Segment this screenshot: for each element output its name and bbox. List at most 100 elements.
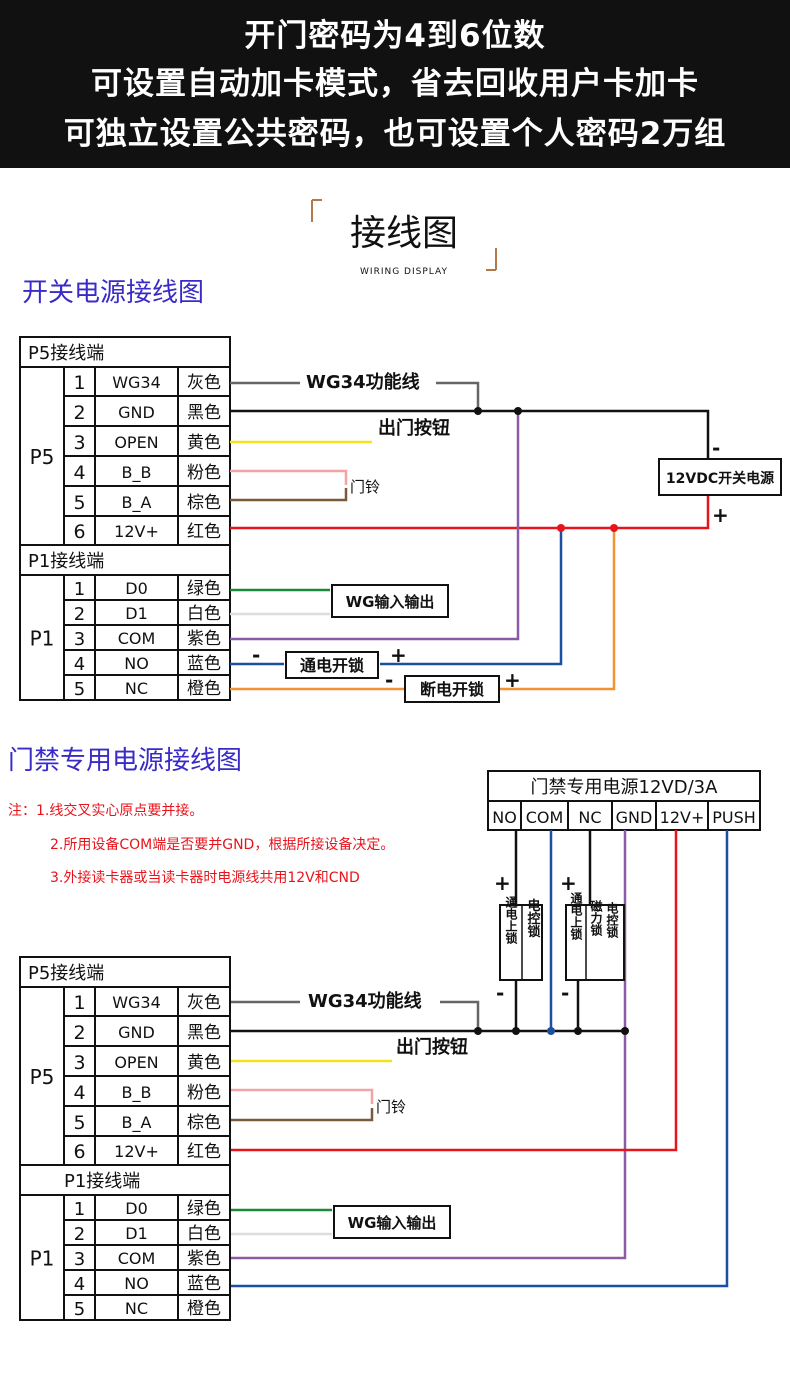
psu-terminal-label: COM [526, 808, 564, 827]
banner-line-3: 可独立设置公共密码，也可设置个人密码2万组 [63, 116, 727, 152]
note-2: 2.所用设备COM端是否要并GND，根据所接设备决定。 [50, 836, 394, 853]
lock-1-label-b: 电控锁 [525, 898, 541, 939]
p5-wire-color: 红色 [187, 1142, 221, 1162]
wire-brown [230, 488, 348, 502]
plus-sign: + [494, 871, 511, 895]
p1-pin-name: D0 [125, 1199, 148, 1218]
p5-header: P5接线端 [28, 963, 104, 984]
wire-black [230, 409, 710, 460]
wires-2 [230, 830, 729, 1288]
doorbell-label: 门铃 [376, 1098, 406, 1116]
banner-line-1: 开门密码为4到6位数 [244, 18, 546, 54]
power-on-lock-box [285, 651, 379, 679]
exit-button-label: 出门按钮 [378, 417, 450, 439]
p1-pin-name: COM [118, 1249, 156, 1268]
wire-brown [230, 1108, 374, 1122]
wg34-label: WG34功能线 [308, 990, 422, 1012]
psu-box [658, 458, 782, 496]
p5-wire-color: 黑色 [187, 1023, 221, 1043]
exit-button-label: 出门按钮 [396, 1036, 468, 1058]
power-off-lock-label: 断电开锁 [420, 680, 484, 699]
access-psu-title-box [487, 770, 761, 802]
p1-pin-number: 2 [74, 604, 85, 625]
p1-wire-color: 紫色 [187, 629, 221, 649]
psu-terminal-label: GND [616, 808, 653, 827]
p1-wire-color: 橙色 [187, 1299, 221, 1319]
p5-pin-number: 6 [73, 521, 85, 543]
p1-header-cell [19, 544, 231, 576]
p1-pin-number: 5 [74, 1299, 85, 1320]
p1-pin-number: 2 [74, 1224, 85, 1245]
p1-header: P1接线端 [28, 551, 104, 572]
wire-orange [500, 528, 616, 691]
p1-pin-number: 1 [74, 579, 85, 600]
minus-sign: - [252, 643, 260, 667]
p5-pin-number: 5 [73, 1112, 85, 1134]
p5-pin-name: 12V+ [114, 1142, 159, 1161]
p5-pin-name: 12V+ [114, 522, 159, 541]
p1-header: P1接线端 [64, 1171, 140, 1192]
access-psu-title: 门禁专用电源12VD/3A [531, 777, 719, 798]
p5-wire-color: 粉色 [187, 463, 221, 483]
wire-blue [380, 528, 563, 666]
p1-pin-number: 3 [74, 629, 85, 650]
p5-pin-name: OPEN [114, 433, 158, 452]
page-title: 接线图 [350, 213, 458, 254]
wg-io-label: WG输入输出 [348, 1214, 437, 1232]
section-title-2: 门禁专用电源接线图 [8, 746, 242, 776]
wg34-label: WG34功能线 [306, 371, 420, 393]
p1-wire-color: 白色 [187, 1224, 221, 1244]
wire-pink [230, 469, 348, 485]
page-subtitle: WIRING DISPLAY [360, 267, 448, 277]
p1-pin-number: 4 [74, 1274, 85, 1295]
p1-pin-name: D1 [125, 1224, 148, 1243]
plus-sign: + [560, 871, 577, 895]
p5-pin-number: 4 [73, 1082, 85, 1104]
p1-pin-name: NO [124, 654, 149, 673]
p5-pin-number: 1 [73, 372, 85, 394]
p1-pin-name: D0 [125, 579, 148, 598]
wire-gray [436, 381, 480, 411]
wire-gray [440, 1000, 480, 1031]
p5-wire-color: 黑色 [187, 403, 221, 423]
junction-dots-1 [474, 407, 618, 532]
wires-1 [230, 381, 710, 691]
note-3: 3.外接读卡器或当读卡器时电源线共用12V和CND [50, 869, 360, 886]
top-banner: 开门密码为4到6位数 可设置自动加卡模式，省去回收用户卡加卡 可独立设置公共密码… [0, 0, 790, 168]
p1-pin-number: 1 [74, 1199, 85, 1220]
power-on-lock-label: 通电开锁 [300, 656, 364, 675]
p5-pin-number: 4 [73, 462, 85, 484]
lock-2-label-b: 磁力锁 [589, 899, 603, 937]
psu-label: 12VDC开关电源 [666, 470, 774, 487]
p5-wire-color: 黄色 [187, 1053, 221, 1073]
minus-sign: - [496, 981, 504, 1005]
p5-pin-name: GND [118, 403, 155, 422]
p1-label: P1 [30, 627, 55, 651]
p5-pin-name: GND [118, 1023, 155, 1042]
p1-pin-name: COM [118, 629, 156, 648]
p5-pin-number: 2 [73, 1022, 85, 1044]
power-off-lock-box [404, 675, 500, 703]
psu-terminal-label: 12V+ [660, 808, 705, 827]
minus-sign: - [385, 668, 393, 692]
p5-pin-number: 3 [73, 1052, 85, 1074]
p1-pin-name: NC [125, 679, 148, 698]
minus-sign: - [561, 981, 569, 1005]
p1-wire-color: 橙色 [187, 679, 221, 699]
p1-wire-color: 蓝色 [187, 654, 221, 674]
note-1: 注：1.线交叉实心原点要并接。 [8, 802, 203, 819]
p1-pin-number: 4 [74, 654, 85, 675]
p5-wire-color: 灰色 [187, 373, 221, 393]
plus-sign: + [390, 643, 407, 667]
p5-wire-color: 灰色 [187, 993, 221, 1013]
p5-wire-color: 棕色 [187, 1113, 221, 1133]
p1-wire-color: 蓝色 [187, 1274, 221, 1294]
wire-purple [230, 411, 520, 641]
p1-wire-color: 绿色 [187, 1199, 221, 1219]
wire-red [230, 494, 710, 530]
wire-blue [230, 830, 729, 1288]
